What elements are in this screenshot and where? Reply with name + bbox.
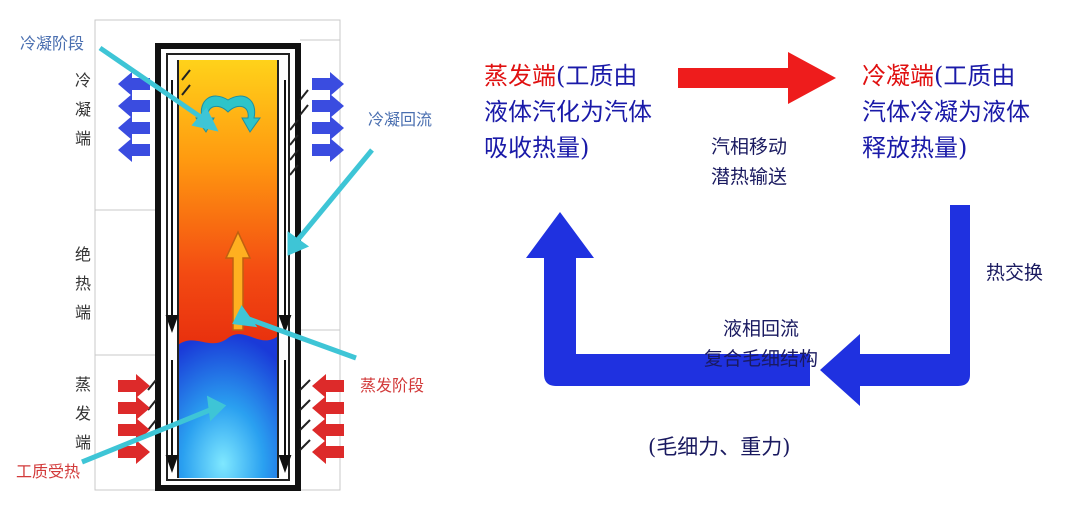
evaporator-desc-2: 液体汽化为汽体 [484, 98, 652, 126]
liquid-return-line-1: 液相回流 [722, 318, 799, 340]
liquid-return-arrows [165, 80, 292, 473]
callout-fluid-heated [81, 405, 216, 465]
callout-evap-stage [245, 315, 357, 361]
heat-exchange-arrow [820, 205, 970, 406]
driving-force-label: (毛细力、重力) [648, 435, 791, 459]
label-condense-return: 冷凝回流 [368, 110, 433, 129]
heat-exchange-label: 热交换 [986, 262, 1044, 284]
evaporator-title: 蒸发端 [484, 62, 556, 90]
pipe-wick [166, 53, 290, 481]
condensation-swirl-icon [195, 95, 261, 133]
vapor-movement-line-1: 汽相移动 [710, 136, 787, 158]
condenser-desc-1: (工质由 [934, 62, 1016, 90]
evaporator-desc-3: 吸收热量) [484, 134, 590, 162]
wick-hatching [147, 69, 311, 451]
liquid-return-line-2: 复合毛细结构 [703, 348, 818, 370]
callout-pointers [81, 45, 374, 465]
evaporator-desc-1: (工质由 [556, 62, 638, 90]
vapor-transfer-arrow [678, 52, 836, 104]
label-fluid-heated: 工质受热 [16, 462, 81, 481]
vapor-rise-arrow-icon [224, 230, 252, 331]
evaporator-block: 蒸发端(工质由 液体汽化为汽体 吸收热量) [484, 58, 652, 166]
heat-out-arrows-right [312, 72, 344, 162]
liquid-zone [178, 334, 278, 478]
callout-condense-return [294, 148, 374, 244]
condenser-desc-3: 释放热量) [862, 134, 968, 162]
side-label-adiabatic-end: 绝热端 [74, 245, 91, 322]
vapor-movement-label: 汽相移动 潜热输送 [694, 132, 804, 192]
liquid-return-label: 液相回流 复合毛细结构 [686, 314, 836, 374]
condenser-title: 冷凝端 [862, 62, 934, 90]
condenser-desc-2: 汽体冷凝为液体 [862, 98, 1030, 126]
heat-in-arrows-right [312, 374, 344, 464]
vapor-movement-line-2: 潜热输送 [710, 166, 787, 188]
condenser-block: 冷凝端(工质由 汽体冷凝为液体 释放热量) [862, 58, 1030, 166]
label-condense-stage: 冷凝阶段 [20, 34, 85, 53]
liquid-return-arrow [526, 212, 810, 386]
side-label-evap-end: 蒸发端 [74, 375, 91, 452]
label-evap-stage: 蒸发阶段 [360, 376, 425, 395]
heat-in-arrows-left [118, 374, 150, 464]
side-label-condense-end: 冷凝端 [74, 71, 91, 148]
callout-condense-stage [98, 45, 207, 123]
